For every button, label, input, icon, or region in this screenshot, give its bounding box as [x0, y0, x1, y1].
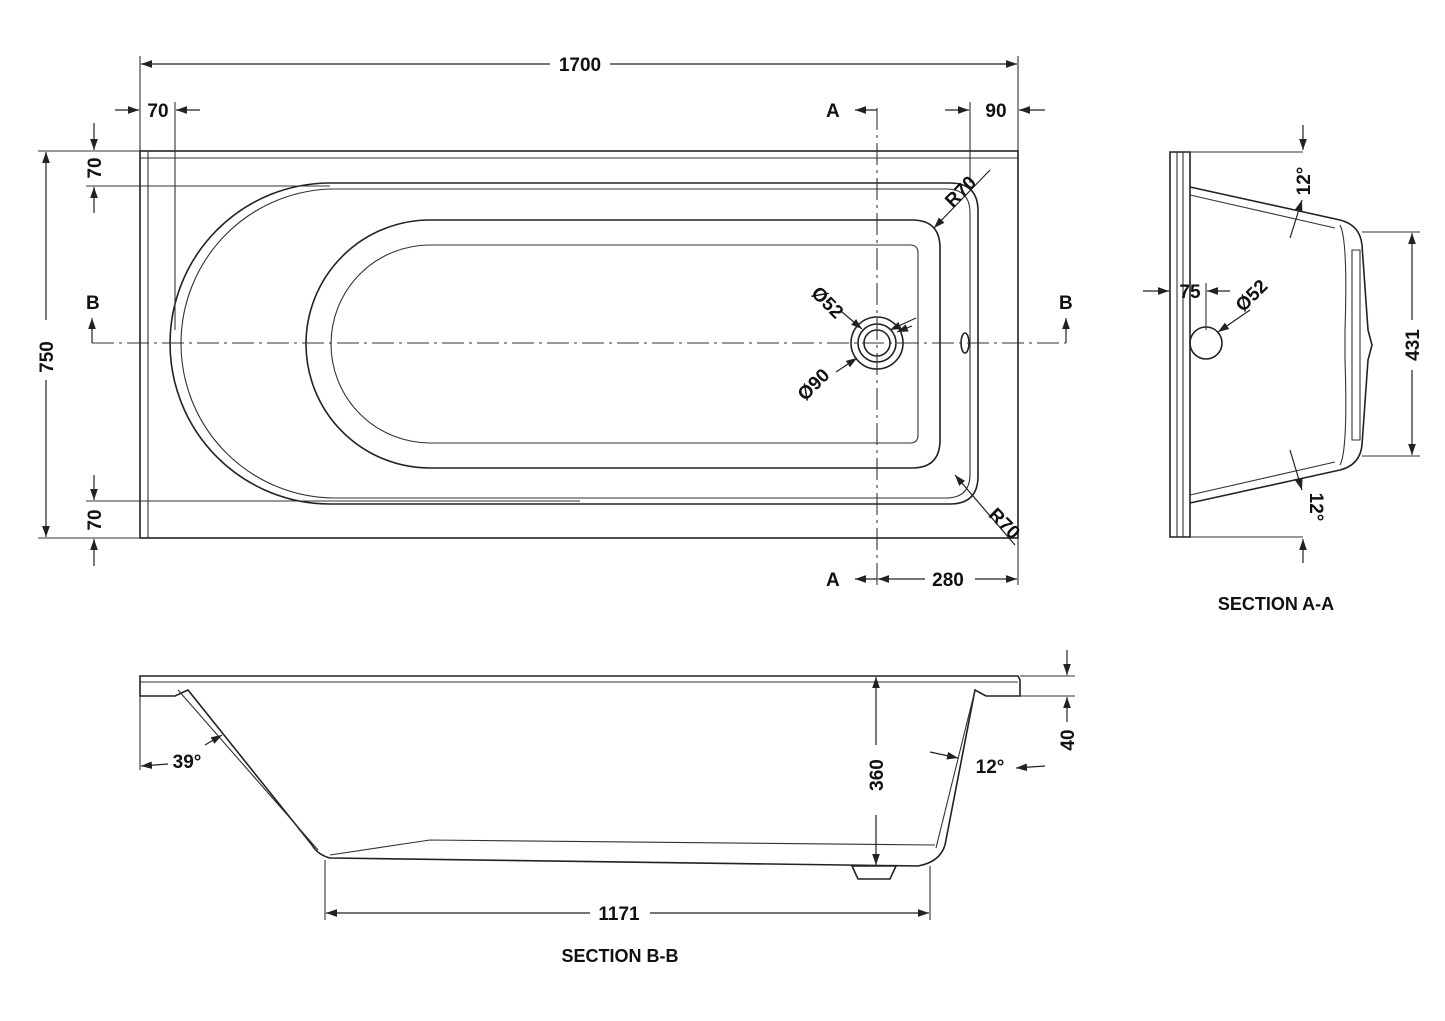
section-bb-base-length: 1171 [598, 904, 640, 925]
dim-left-rim: 70 [147, 101, 168, 122]
section-a-bottom-label: A [826, 570, 840, 591]
section-aa-angle-bottom: 12° [1305, 493, 1326, 522]
dim-bottom-rim: 70 [85, 509, 106, 530]
dim-waste-outer-diameter: Ø90 [794, 365, 834, 405]
bath-outline [139, 150, 1019, 539]
section-b-left-label: B [86, 293, 100, 314]
dim-waste-diameter: Ø52 [807, 283, 847, 323]
bath-inner-outline [169, 182, 979, 505]
section-bb-waste [850, 865, 898, 880]
section-aa-waste [1189, 326, 1223, 360]
section-a-top-label: A [826, 101, 840, 122]
section-aa-title: SECTION A-A [1218, 594, 1334, 614]
section-aa-depth: 431 [1403, 329, 1424, 361]
section-aa-outline [1169, 151, 1191, 538]
section-aa-angle-top: 12° [1294, 167, 1315, 196]
section-b-right-label: B [1059, 293, 1073, 314]
dim-top-rim: 70 [85, 157, 106, 178]
section-aa-view: 12° 12° 75 Ø52 431 SECTION A-A [1143, 125, 1424, 614]
section-bb-title: SECTION B-B [562, 946, 679, 966]
section-aa-waste-offset: 75 [1179, 282, 1201, 303]
section-bb-end-angle: 39° [173, 752, 202, 773]
section-aa-waste-diameter: Ø52 [1232, 276, 1272, 316]
section-bb-rim-height: 40 [1058, 729, 1079, 750]
dim-overall-length: 1700 [559, 55, 601, 76]
bath-floor-outline [305, 219, 941, 469]
section-bb-view: 39° 360 12° 40 1171 SECTION B-B [139, 650, 1079, 966]
section-bb-side-angle: 12° [976, 757, 1005, 778]
section-bb-outline [139, 675, 1021, 867]
dim-radius-top: R70 [941, 172, 980, 211]
dim-waste-offset: 280 [932, 570, 964, 591]
dim-right-rim: 90 [985, 101, 1006, 122]
plan-view: B B A A 1700 70 90 750 70 [37, 55, 1073, 591]
dim-overall-width: 750 [37, 341, 58, 373]
section-bb-depth: 360 [867, 759, 888, 791]
